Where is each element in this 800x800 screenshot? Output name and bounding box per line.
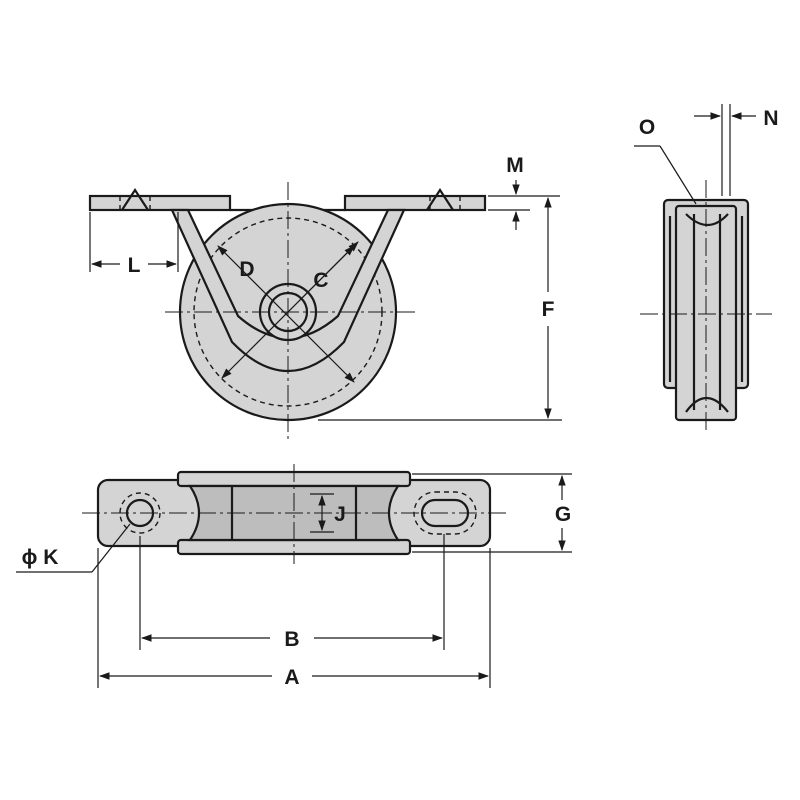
label-c: C	[313, 269, 328, 292]
label-o: O	[639, 116, 655, 139]
dim-a	[97, 548, 491, 688]
front-view	[88, 182, 487, 440]
label-a: A	[284, 666, 299, 689]
label-d: D	[239, 258, 254, 281]
label-j: J	[334, 503, 346, 526]
mounting-plate-right	[343, 194, 487, 212]
mount-hole-dashed	[119, 492, 161, 534]
plate-countersinks	[121, 187, 454, 211]
label-l: L	[128, 254, 141, 277]
label-g: G	[555, 503, 571, 526]
label-n: N	[763, 107, 778, 130]
label-k: ϕ K	[22, 546, 59, 569]
dim-f	[318, 196, 562, 421]
dim-j	[310, 493, 334, 533]
leader-o	[659, 145, 697, 205]
top-view	[82, 464, 506, 564]
mounting-plate-left	[88, 194, 232, 212]
label-m: M	[506, 154, 524, 177]
label-f: F	[542, 298, 555, 321]
dim-l	[89, 212, 179, 272]
dim-g	[412, 473, 572, 553]
dim-m	[488, 180, 560, 230]
label-b: B	[284, 628, 299, 651]
dim-b	[139, 534, 445, 650]
dim-n	[694, 104, 756, 196]
dim-d-line-2	[217, 245, 355, 383]
side-view	[640, 180, 772, 430]
